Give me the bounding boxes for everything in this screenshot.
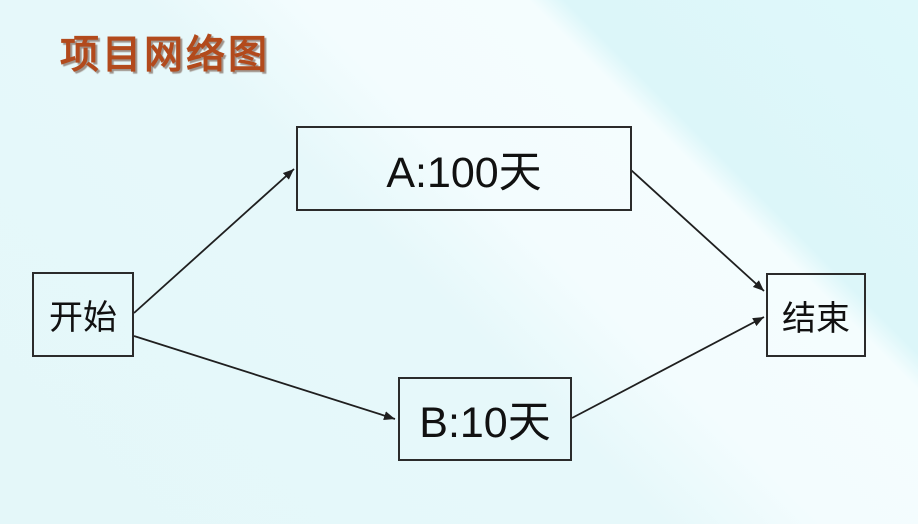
node-end-label: 结束 <box>782 299 850 338</box>
node-start: 开始 <box>32 272 134 357</box>
edge-task-b-to-end <box>571 316 765 419</box>
edge-start-to-task-b <box>133 335 396 420</box>
node-task-b: B:10天 <box>398 377 572 461</box>
node-task-a-label: A:100天 <box>386 148 542 197</box>
edge-task-a-to-end <box>630 169 765 292</box>
node-task-b-label: B:10天 <box>419 399 551 447</box>
node-task-a: A:100天 <box>296 126 632 211</box>
node-end: 结束 <box>766 273 866 357</box>
edge-start-to-task-a <box>133 168 295 314</box>
node-start-label: 开始 <box>49 299 117 337</box>
page-title: 项目网络图 <box>60 34 271 77</box>
